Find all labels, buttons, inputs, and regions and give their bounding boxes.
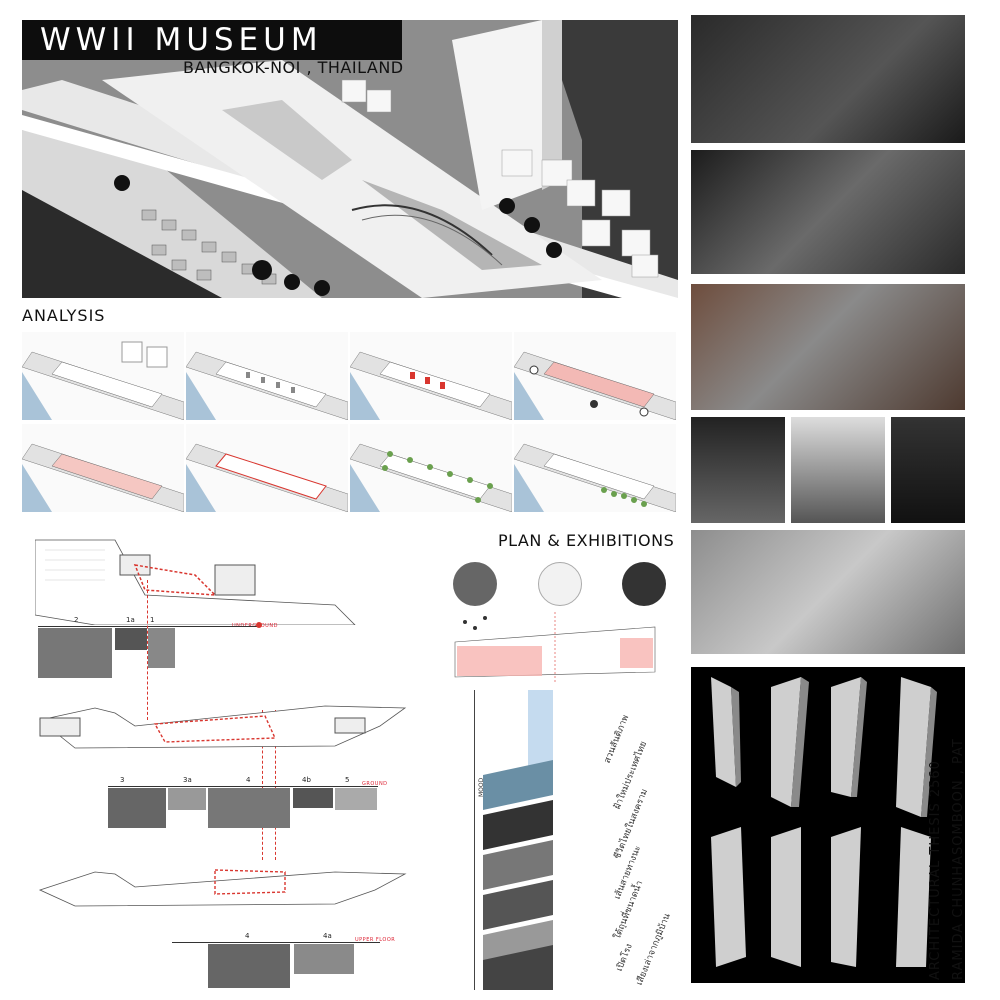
label-4b: 4b xyxy=(302,776,311,784)
exhibit-thumb-upper-4a xyxy=(294,944,354,974)
circle-vignette-3 xyxy=(622,562,666,606)
render-corridor-1 xyxy=(691,417,785,523)
mood-label-7: เสียงเล่าจากภูมิบ้าน xyxy=(634,912,673,987)
site-axonometric-drawing xyxy=(22,20,678,298)
analysis-diagram-7 xyxy=(350,424,512,512)
exhibit-thumb-3 xyxy=(108,788,166,828)
exhibit-thumb-5 xyxy=(335,788,377,810)
analysis-diagram-3 xyxy=(350,332,512,420)
exhibit-thumb-4b xyxy=(293,788,333,808)
page-title: WWII MUSEUM xyxy=(40,22,323,58)
render-exhibition-hall-1 xyxy=(691,15,965,143)
analysis-diagram-6 xyxy=(186,424,348,512)
label-upper-4a: 4a xyxy=(323,932,332,940)
section-drawing xyxy=(445,612,675,682)
render-photo-gallery xyxy=(691,530,965,654)
analysis-diagram-2 xyxy=(186,332,348,420)
label-2: 2 xyxy=(74,616,79,624)
underground-line xyxy=(38,626,260,627)
label-1a: 1a xyxy=(126,616,135,624)
upper-plan xyxy=(35,862,415,912)
exhibit-thumb-1a xyxy=(115,628,147,650)
floor-tag-upper: UPPER FLOOR xyxy=(355,937,396,943)
analysis-diagram-4 xyxy=(514,332,676,420)
exhibit-thumb-4 xyxy=(208,788,290,828)
label-1: 1 xyxy=(150,616,155,624)
exhibit-thumb-upper-4 xyxy=(208,944,290,988)
label-3: 3 xyxy=(120,776,125,784)
analysis-diagram-8 xyxy=(514,424,676,512)
page-subtitle: BANGKOK-NOI , THAILAND xyxy=(183,58,404,77)
mood-stack xyxy=(478,690,558,990)
analysis-diagram-5 xyxy=(22,424,184,512)
label-4: 4 xyxy=(246,776,251,784)
render-exhibition-hall-2 xyxy=(691,150,965,274)
exhibit-thumb-3a xyxy=(168,788,206,810)
plan-exhibitions-heading: PLAN & EXHIBITIONS xyxy=(498,531,675,550)
circle-vignette-2 xyxy=(538,562,582,606)
thesis-credit-line-1: ARCHITECTURAL THESIS 2560 xyxy=(928,760,943,980)
mood-axis xyxy=(474,690,475,990)
label-5: 5 xyxy=(345,776,350,784)
floor-tag-ground: GROUND xyxy=(362,781,388,787)
analysis-heading: ANALYSIS xyxy=(22,306,106,325)
label-3a: 3a xyxy=(183,776,192,784)
mood-label-6: เปิดโรง xyxy=(614,942,635,973)
render-corridor-2 xyxy=(791,417,885,523)
upper-line xyxy=(172,942,380,943)
label-upper-4: 4 xyxy=(245,932,250,940)
underground-plan xyxy=(34,535,375,626)
title-banner xyxy=(22,20,402,60)
ground-plan xyxy=(35,698,415,768)
mood-label-1: สวนสันติภาพ xyxy=(602,713,632,765)
exhibit-thumb-1 xyxy=(148,628,175,668)
connector-line-3 xyxy=(275,710,276,860)
connector-line-2 xyxy=(262,710,263,860)
thesis-credit-line-2: RAMIDA CHUNHASOMBOON , PAT xyxy=(951,738,966,980)
render-brick-gallery xyxy=(691,284,965,410)
circle-vignette-1 xyxy=(453,562,497,606)
ground-line xyxy=(108,786,378,787)
underground-marker xyxy=(256,622,262,628)
render-corridor-3 xyxy=(891,417,965,523)
connector-line-1 xyxy=(147,580,148,720)
analysis-diagram-1 xyxy=(22,332,184,420)
form-study-panel xyxy=(691,667,965,983)
exhibit-thumb-2 xyxy=(38,628,112,678)
